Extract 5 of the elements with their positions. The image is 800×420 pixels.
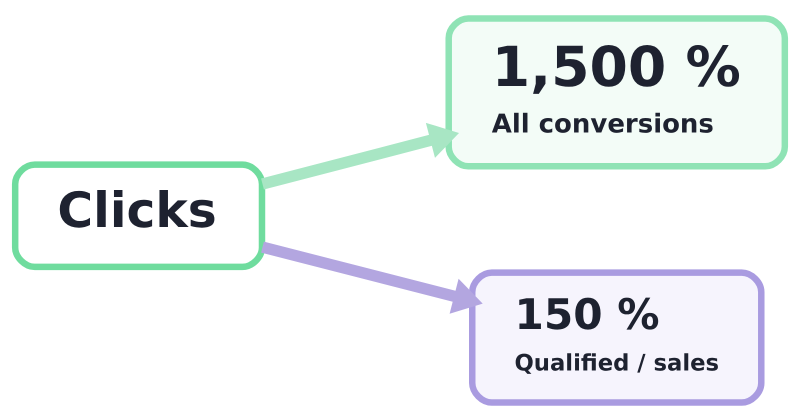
node-box: 1,500 % All conversions [445, 14, 788, 169]
node-box: Clicks [12, 160, 266, 270]
arrow [261, 241, 483, 314]
node-box: 150 % Qualified / sales [469, 268, 765, 406]
arrow [261, 122, 460, 189]
